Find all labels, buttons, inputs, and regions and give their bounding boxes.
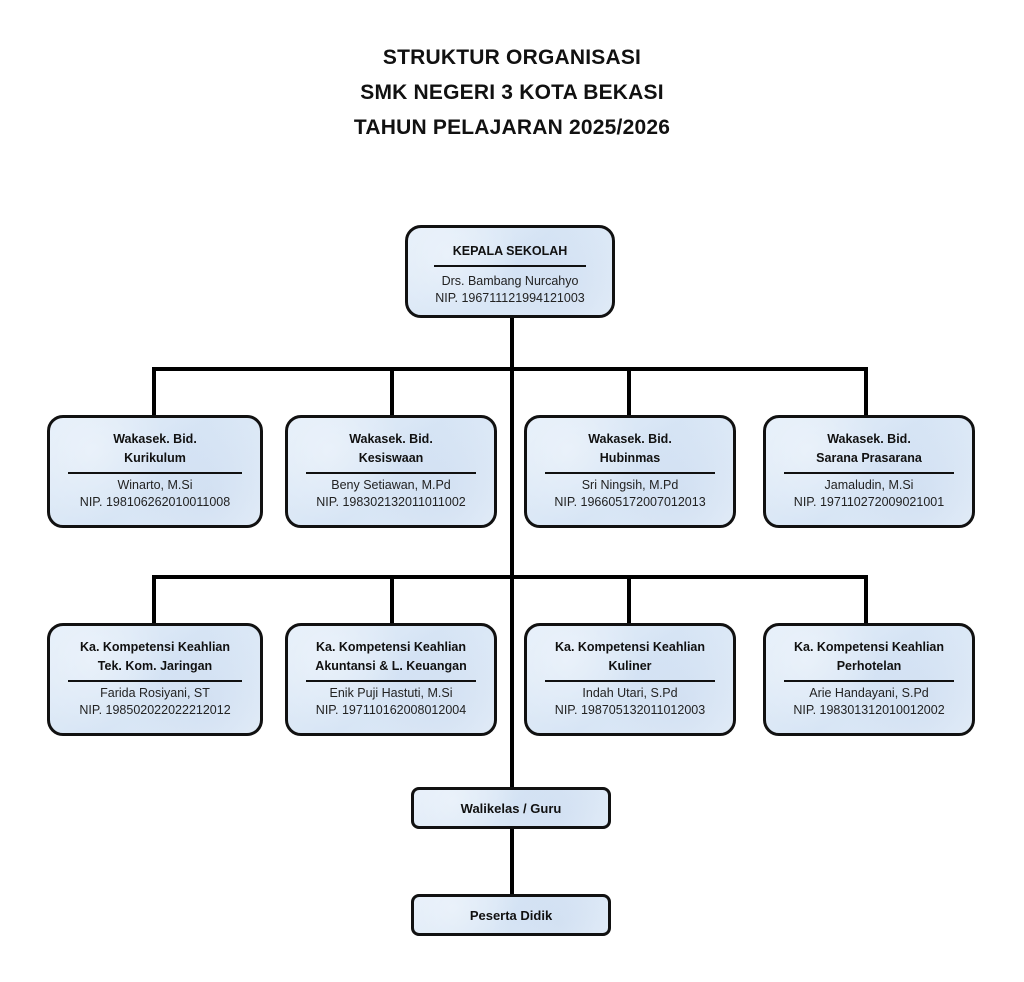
kakom-drop-connector-1 bbox=[152, 575, 156, 625]
node-kakom-akuntansi: Ka. Kompetensi Keahlian Akuntansi & L. K… bbox=[285, 623, 497, 736]
node-divider bbox=[784, 680, 954, 682]
wakasek-drop-connector-3 bbox=[627, 367, 631, 417]
node-divider bbox=[545, 472, 715, 474]
node-name: Winarto, M.Si bbox=[117, 478, 193, 492]
wakasek-drop-connector-2 bbox=[390, 367, 394, 417]
node-wakasek-kurikulum: Wakasek. Bid. Kurikulum Winarto, M.Si NI… bbox=[47, 415, 263, 528]
node-name: Drs. Bambang Nurcahyo bbox=[441, 274, 579, 288]
node-divider bbox=[784, 472, 954, 474]
node-role-line-1: Wakasek. Bid. bbox=[113, 432, 197, 446]
node-nip: NIP. 196605172007012013 bbox=[554, 495, 706, 509]
node-nip: NIP. 198502022022212012 bbox=[79, 703, 231, 717]
node-role-line-2: Perhotelan bbox=[836, 659, 902, 673]
node-nip: NIP. 198106262010011008 bbox=[79, 495, 231, 509]
node-wakasek-sarana-prasarana: Wakasek. Bid. Sarana Prasarana Jamaludin… bbox=[763, 415, 975, 528]
node-kakom-tkj: Ka. Kompetensi Keahlian Tek. Kom. Jaring… bbox=[47, 623, 263, 736]
node-role-line-2: Kuliner bbox=[608, 659, 652, 673]
node-peserta-didik: Peserta Didik bbox=[411, 894, 611, 936]
node-divider bbox=[68, 472, 242, 474]
node-wakasek-kesiswaan: Wakasek. Bid. Kesiswaan Beny Setiawan, M… bbox=[285, 415, 497, 528]
node-divider bbox=[306, 680, 476, 682]
node-name: Arie Handayani, S.Pd bbox=[809, 686, 929, 700]
node-role-line-2: Sarana Prasarana bbox=[816, 451, 922, 465]
chart-title: STRUKTUR ORGANISASI SMK NEGERI 3 KOTA BE… bbox=[0, 40, 1024, 145]
title-line-2: SMK NEGERI 3 KOTA BEKASI bbox=[360, 81, 664, 104]
wakasek-horizontal-connector bbox=[152, 367, 868, 371]
walikelas-to-peserta-connector bbox=[510, 826, 514, 898]
wakasek-drop-connector-1 bbox=[152, 367, 156, 417]
node-nip: NIP. 198301312010012002 bbox=[793, 703, 945, 717]
kakom-horizontal-connector bbox=[152, 575, 868, 579]
main-trunk-connector bbox=[510, 316, 514, 791]
wakasek-drop-connector-4 bbox=[864, 367, 868, 417]
node-label: Walikelas / Guru bbox=[460, 800, 562, 816]
node-name: Farida Rosiyani, ST bbox=[100, 686, 210, 700]
title-line-1: STRUKTUR ORGANISASI bbox=[382, 46, 642, 69]
node-name: Sri Ningsih, M.Pd bbox=[581, 478, 679, 492]
kakom-drop-connector-4 bbox=[864, 575, 868, 625]
node-divider bbox=[68, 680, 242, 682]
node-role-line-2: Kurikulum bbox=[124, 451, 186, 465]
node-divider bbox=[306, 472, 476, 474]
node-walikelas-guru: Walikelas / Guru bbox=[411, 787, 611, 829]
node-divider bbox=[434, 265, 586, 267]
node-nip: NIP. 198705132011012003 bbox=[554, 703, 706, 717]
node-role-line-1: Ka. Kompetensi Keahlian bbox=[793, 640, 945, 654]
node-label: Peserta Didik bbox=[469, 907, 553, 923]
node-name: Indah Utari, S.Pd bbox=[582, 686, 678, 700]
node-role-line-2: Akuntansi & L. Keuangan bbox=[315, 659, 467, 673]
kakom-drop-connector-2 bbox=[390, 575, 394, 625]
node-role-line-1: Wakasek. Bid. bbox=[827, 432, 911, 446]
node-role-line-1: Ka. Kompetensi Keahlian bbox=[79, 640, 231, 654]
kakom-drop-connector-3 bbox=[627, 575, 631, 625]
node-nip: NIP. 196711121994121003 bbox=[435, 291, 585, 305]
node-role-line-1: Ka. Kompetensi Keahlian bbox=[315, 640, 467, 654]
node-role-line-2: Hubinmas bbox=[599, 451, 661, 465]
node-role-line-1: Ka. Kompetensi Keahlian bbox=[554, 640, 706, 654]
node-name: Beny Setiawan, M.Pd bbox=[331, 478, 451, 492]
node-nip: NIP. 197110272009021001 bbox=[793, 495, 945, 509]
node-role-line-1: Wakasek. Bid. bbox=[349, 432, 433, 446]
node-nip: NIP. 197110162008012004 bbox=[315, 703, 467, 717]
node-role-line-2: Tek. Kom. Jaringan bbox=[97, 659, 213, 673]
node-nip: NIP. 198302132011011002 bbox=[316, 495, 466, 509]
node-wakasek-hubinmas: Wakasek. Bid. Hubinmas Sri Ningsih, M.Pd… bbox=[524, 415, 736, 528]
title-line-3: TAHUN PELAJARAN 2025/2026 bbox=[353, 116, 671, 139]
node-role: KEPALA SEKOLAH bbox=[452, 244, 568, 258]
node-kakom-kuliner: Ka. Kompetensi Keahlian Kuliner Indah Ut… bbox=[524, 623, 736, 736]
node-name: Enik Puji Hastuti, M.Si bbox=[329, 686, 453, 700]
node-name: Jamaludin, M.Si bbox=[824, 478, 914, 492]
node-role-line-2: Kesiswaan bbox=[358, 451, 424, 465]
node-kepala-sekolah: KEPALA SEKOLAH Drs. Bambang Nurcahyo NIP… bbox=[405, 225, 615, 318]
node-divider bbox=[545, 680, 715, 682]
node-role-line-1: Wakasek. Bid. bbox=[588, 432, 672, 446]
node-kakom-perhotelan: Ka. Kompetensi Keahlian Perhotelan Arie … bbox=[763, 623, 975, 736]
